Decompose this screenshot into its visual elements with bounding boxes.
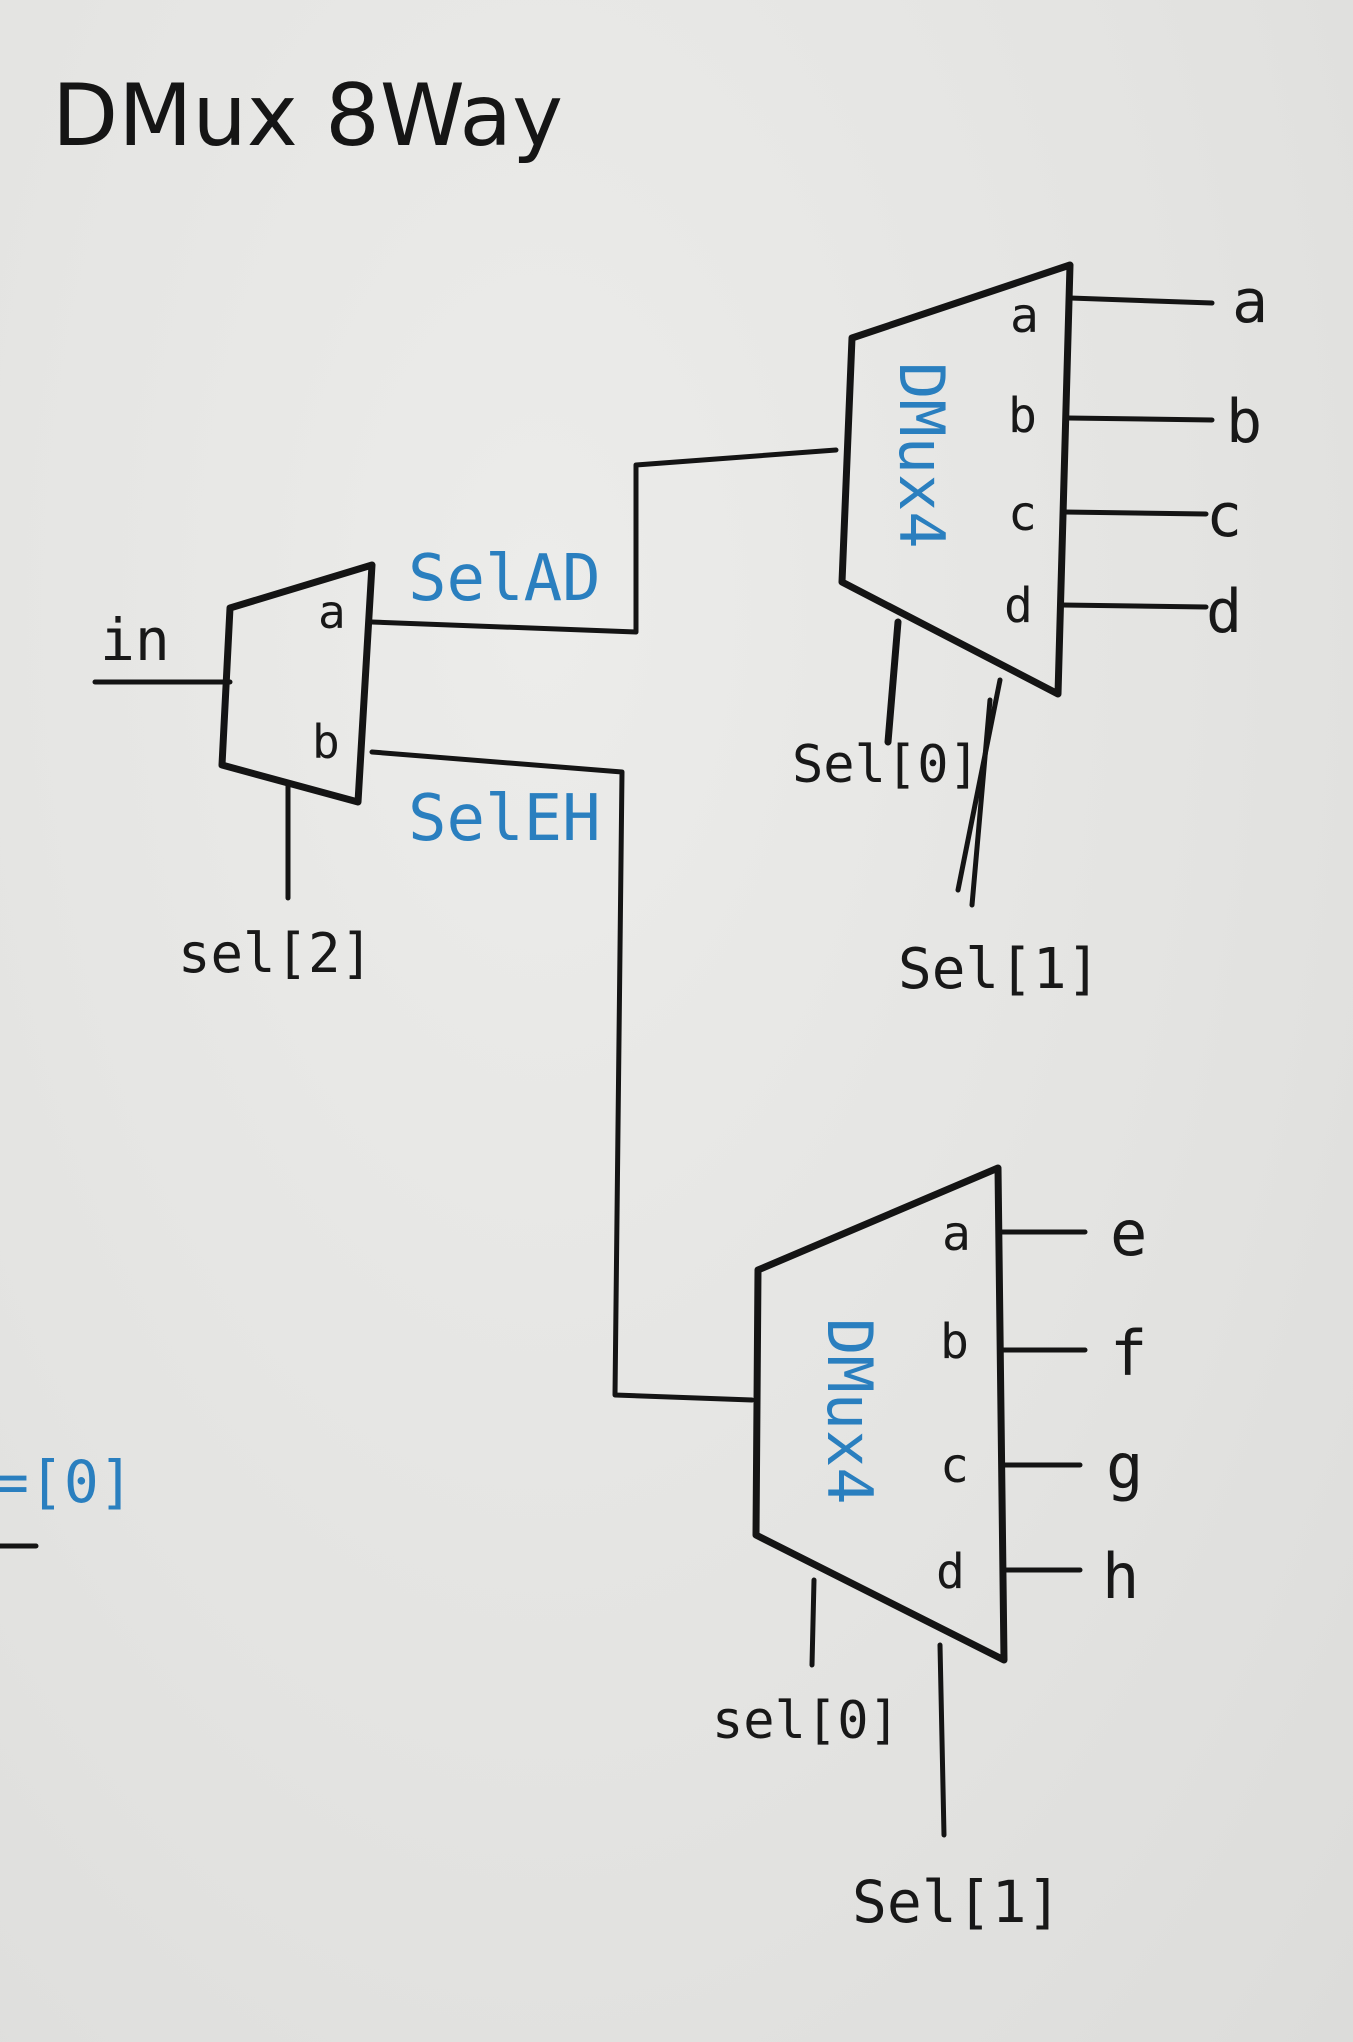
dmux4-bottom-name: DMux4	[813, 1318, 886, 1505]
dmux4-bottom-sel0-wire	[809, 1577, 817, 1668]
dmux4-top-out-d-wire	[1059, 602, 1209, 610]
dmux4-top-port-a: a	[1010, 288, 1039, 344]
dmux4-bottom-block	[752, 1164, 1008, 1664]
dmux4-top-sel0-wire	[884, 618, 902, 746]
dmux4-bottom-port-b: b	[940, 1314, 969, 1370]
dmux4-top-out-b: b	[1226, 387, 1262, 457]
dmux4-bottom-port-a: a	[942, 1206, 971, 1262]
wire-seleh	[369, 749, 755, 1403]
dmux2-block	[218, 561, 376, 806]
dmux4-top-port-b: b	[1008, 388, 1037, 444]
dmux4-bottom-out-f: f	[1110, 1317, 1147, 1390]
dmux4-top-sel1-wire	[955, 677, 1003, 893]
dmux4-bottom-sel1-label: Sel[1]	[852, 1868, 1062, 1936]
wire-seleh-label: SelEH	[408, 782, 601, 856]
dmux4-top-out-b-wire	[1065, 415, 1215, 423]
dmux4-top-sel0-label: Sel[0]	[792, 735, 980, 795]
dmux2-select-label: sel[2]	[178, 922, 373, 985]
dmux4-bottom-out-h: h	[1102, 1540, 1139, 1613]
dmux4-top-port-c: c	[1008, 486, 1037, 542]
input-label: in	[100, 606, 170, 674]
dmux4-bottom-port-d: d	[936, 1544, 965, 1600]
page-title: DMux 8Way	[52, 66, 563, 166]
dmux4-bottom-out-g: g	[1106, 1430, 1143, 1503]
dmux2-port-a: a	[318, 585, 346, 639]
margin-fragment: =[0]	[0, 1448, 134, 1516]
dmux4-top-out-a: a	[1232, 267, 1268, 337]
dmux4-top-sel1-label: Sel[1]	[898, 937, 1100, 1002]
dmux4-bottom-out-e: e	[1110, 1197, 1147, 1270]
dmux4-top-out-a-wire	[1067, 295, 1215, 306]
dmux4-top-block	[838, 261, 1074, 698]
dmux4-top-out-c-wire	[1061, 509, 1209, 517]
dmux4-bottom-port-c: c	[940, 1438, 969, 1494]
dmux4-bottom-sel1-wire	[937, 1642, 947, 1838]
dmux4-top-out-c: c	[1206, 481, 1242, 551]
wire-selad	[369, 447, 839, 635]
dmux4-bottom-sel0-label: sel[0]	[712, 1691, 900, 1751]
dmux4-top-port-d: d	[1004, 578, 1033, 634]
dmux4-top-out-d: d	[1206, 577, 1242, 647]
dmux4-top-sel1-wire-2	[969, 697, 993, 908]
dmux2-port-b: b	[312, 715, 340, 769]
dmux4-top-name: DMux4	[885, 362, 958, 549]
wire-selad-label: SelAD	[408, 542, 601, 616]
